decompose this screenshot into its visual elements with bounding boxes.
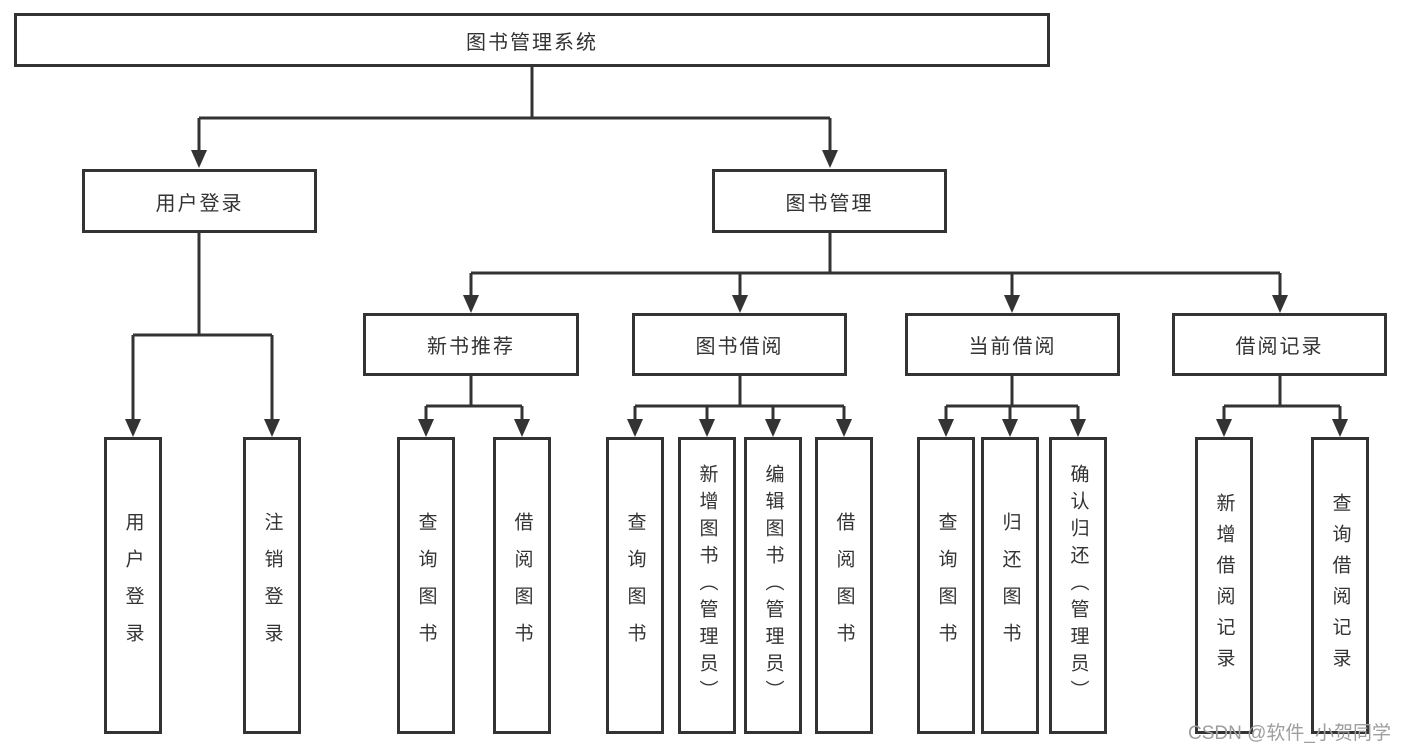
node-label: 借阅图书 [833,511,855,660]
node-label: 借阅记录 [1235,336,1324,358]
node-label: 用户登录 [155,192,244,215]
leaf-logout: 注销登录 [243,437,301,734]
node-book-management: 图书管理 [712,169,947,233]
leaf-add-borrow-record: 新增借阅记录 [1195,437,1253,734]
node-root-library-system: 图书管理系统 [14,13,1050,67]
leaf-user-login: 用户登录 [104,437,162,734]
leaf-borrow-books: 借阅图书 [815,437,873,734]
node-user-login: 用户登录 [82,169,317,233]
node-label: 借阅图书 [511,511,533,660]
node-label: 确认归还（管理员） [1067,464,1089,707]
node-label: 用户登录 [122,511,144,660]
node-label: 查询图书 [935,511,957,660]
node-label: 查询借阅记录 [1329,492,1351,679]
leaf-query-books-recommend: 查询图书 [397,437,455,734]
node-label: 查询图书 [415,511,437,660]
leaf-add-book-admin: 新增图书（管理员） [678,437,736,734]
node-label: 图书管理系统 [466,31,598,54]
csdn-watermark: CSDN @软件_小贺同学 [1188,723,1391,744]
node-label: 当前借阅 [968,336,1057,358]
leaf-query-borrow-record: 查询借阅记录 [1311,437,1369,734]
node-book-borrow: 图书借阅 [632,313,847,376]
node-label: 图书管理 [785,192,874,215]
leaf-query-books-current: 查询图书 [917,437,975,734]
leaf-confirm-return-admin: 确认归还（管理员） [1049,437,1107,734]
node-borrow-records: 借阅记录 [1172,313,1387,376]
leaf-edit-book-admin: 编辑图书（管理员） [744,437,802,734]
node-label: 新增图书（管理员） [696,464,718,707]
node-label: 图书借阅 [695,336,784,358]
node-label: 新书推荐 [427,336,515,358]
leaf-return-book: 归还图书 [981,437,1039,734]
arrowheads [125,150,1348,437]
node-label: 新增借阅记录 [1213,492,1235,679]
node-current-borrow: 当前借阅 [905,313,1120,376]
node-label: 查询图书 [624,511,646,660]
node-label: 归还图书 [999,511,1021,660]
node-label: 注销登录 [261,511,283,660]
leaf-borrow-books-recommend: 借阅图书 [493,437,551,734]
node-new-book-recommend: 新书推荐 [363,313,579,376]
leaf-query-books-borrow: 查询图书 [606,437,664,734]
node-label: 编辑图书（管理员） [762,464,784,707]
